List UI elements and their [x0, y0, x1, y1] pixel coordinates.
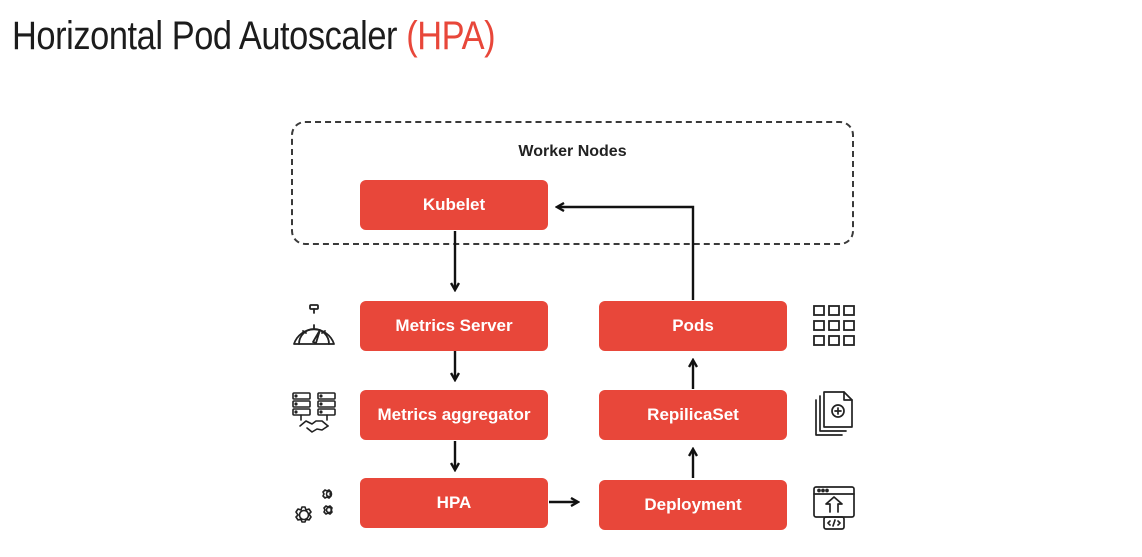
replicaset-node: RepilicaSet [599, 390, 787, 440]
documents-add-icon [815, 391, 853, 436]
metrics-server-node: Metrics Server [360, 301, 548, 351]
kubelet-node: Kubelet [360, 180, 548, 230]
arrow-pods-to-kubelet [557, 207, 695, 300]
worker-nodes-label: Worker Nodes [518, 143, 627, 160]
hpa-node: HPA [360, 478, 548, 528]
server-handshake-icon [292, 392, 336, 433]
title-accent: (HPA) [406, 14, 496, 58]
page-title: Horizontal Pod Autoscaler (HPA) [12, 14, 496, 59]
deploy-window-icon [813, 486, 855, 530]
title-main: Horizontal Pod Autoscaler [12, 14, 398, 58]
worker-nodes-boundary [291, 121, 854, 245]
deployment-node: Deployment [599, 480, 787, 530]
pods-node: Pods [599, 301, 787, 351]
gauge-icon [293, 304, 335, 345]
metrics-aggregator-node: Metrics aggregator [360, 390, 548, 440]
grid-icon [813, 305, 855, 346]
gears-icon [295, 489, 333, 523]
